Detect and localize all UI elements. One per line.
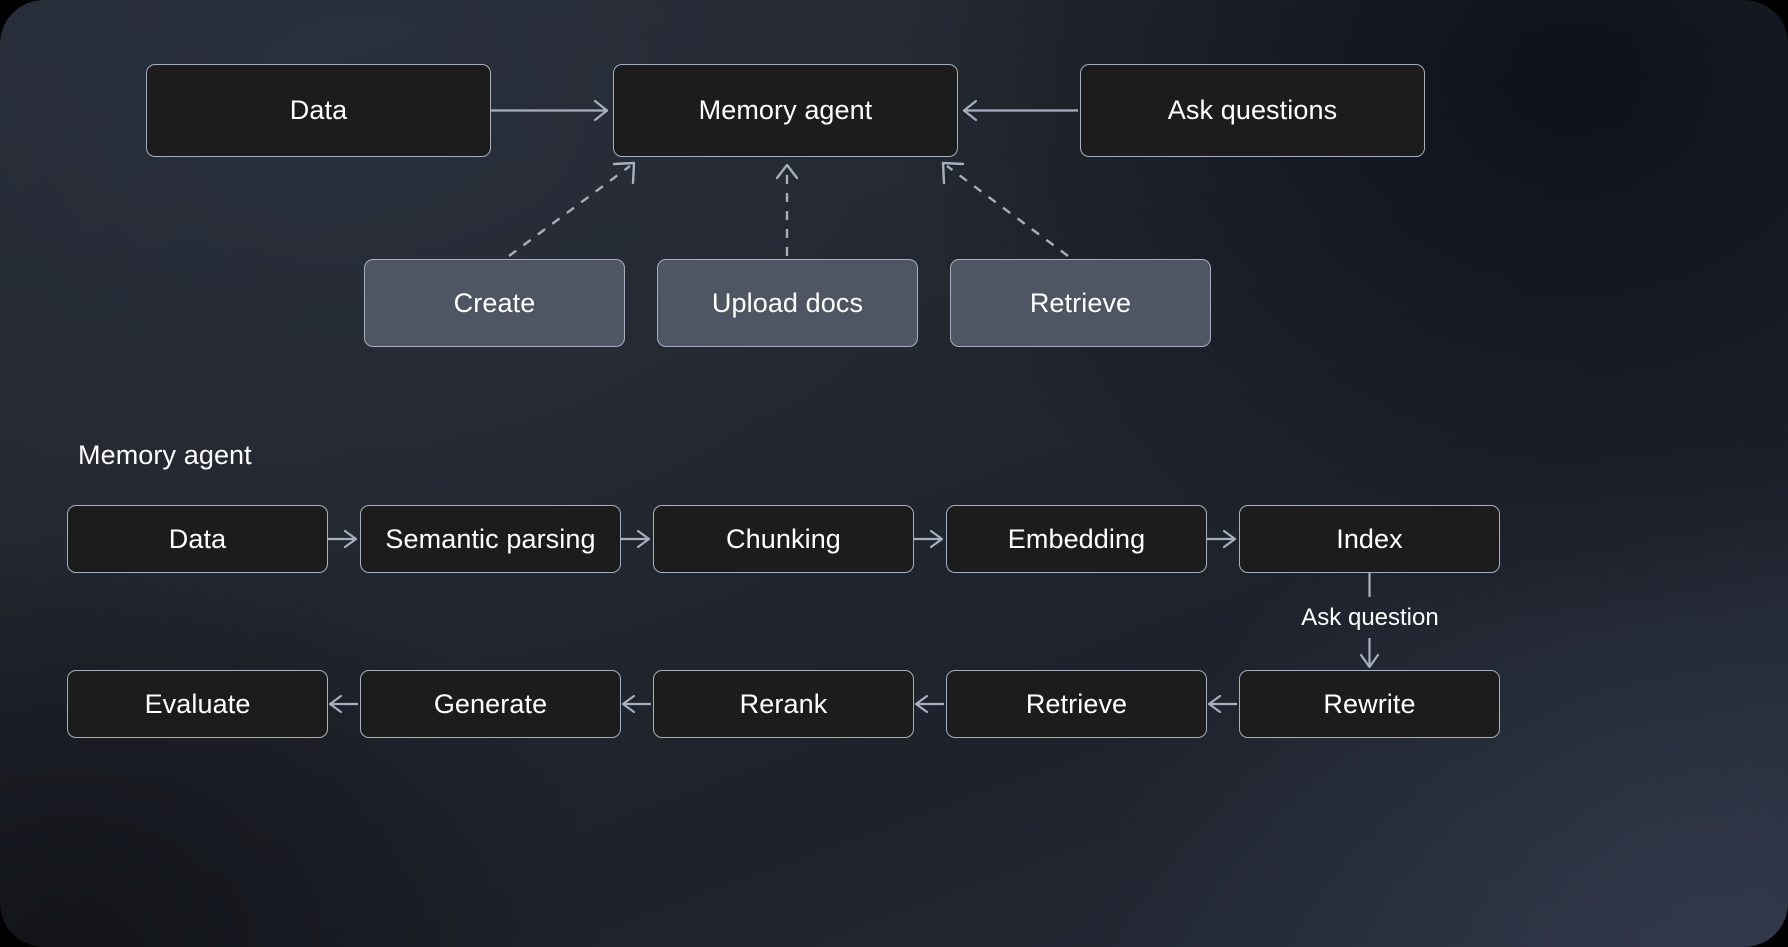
connector-retrieve-to-rerank xyxy=(914,694,944,714)
connector-data-to-memory-agent xyxy=(491,99,609,122)
node-pipeline-data[interactable]: Data xyxy=(67,505,328,573)
pipeline-section-title: Memory agent xyxy=(78,440,252,470)
connector-rerank-to-generate xyxy=(621,694,651,714)
connector-upload-docs-to-memory-agent xyxy=(775,163,799,256)
edge-label-ask-question: Ask question xyxy=(1301,604,1439,631)
node-pipeline-chunking[interactable]: Chunking xyxy=(653,505,914,573)
connector-retrieve-to-memory-agent xyxy=(941,161,1069,257)
connector-semantic-parsing-to-chunking xyxy=(621,529,651,549)
connector-rewrite-to-retrieve xyxy=(1207,694,1237,714)
connector-data-to-semantic-parsing xyxy=(328,529,358,549)
node-ask-questions[interactable]: Ask questions xyxy=(1080,64,1425,157)
node-pipeline-evaluate[interactable]: Evaluate xyxy=(67,670,328,738)
node-pipeline-retrieve[interactable]: Retrieve xyxy=(946,670,1207,738)
connector-generate-to-evaluate xyxy=(328,694,358,714)
node-pipeline-index[interactable]: Index xyxy=(1239,505,1500,573)
node-create[interactable]: Create xyxy=(364,259,625,347)
connector-chunking-to-embedding xyxy=(914,529,944,549)
connector-embedding-to-index xyxy=(1207,529,1237,549)
connector-create-to-memory-agent xyxy=(508,161,636,257)
node-pipeline-rewrite[interactable]: Rewrite xyxy=(1239,670,1500,738)
node-upload-docs[interactable]: Upload docs xyxy=(657,259,918,347)
node-pipeline-embedding[interactable]: Embedding xyxy=(946,505,1207,573)
node-pipeline-rerank[interactable]: Rerank xyxy=(653,670,914,738)
node-pipeline-generate[interactable]: Generate xyxy=(360,670,621,738)
node-retrieve-capability[interactable]: Retrieve xyxy=(950,259,1211,347)
node-pipeline-semantic-parsing[interactable]: Semantic parsing xyxy=(360,505,621,573)
connector-ask-questions-to-memory-agent xyxy=(962,99,1078,122)
node-memory-agent[interactable]: Memory agent xyxy=(613,64,958,157)
node-data[interactable]: Data xyxy=(146,64,491,157)
